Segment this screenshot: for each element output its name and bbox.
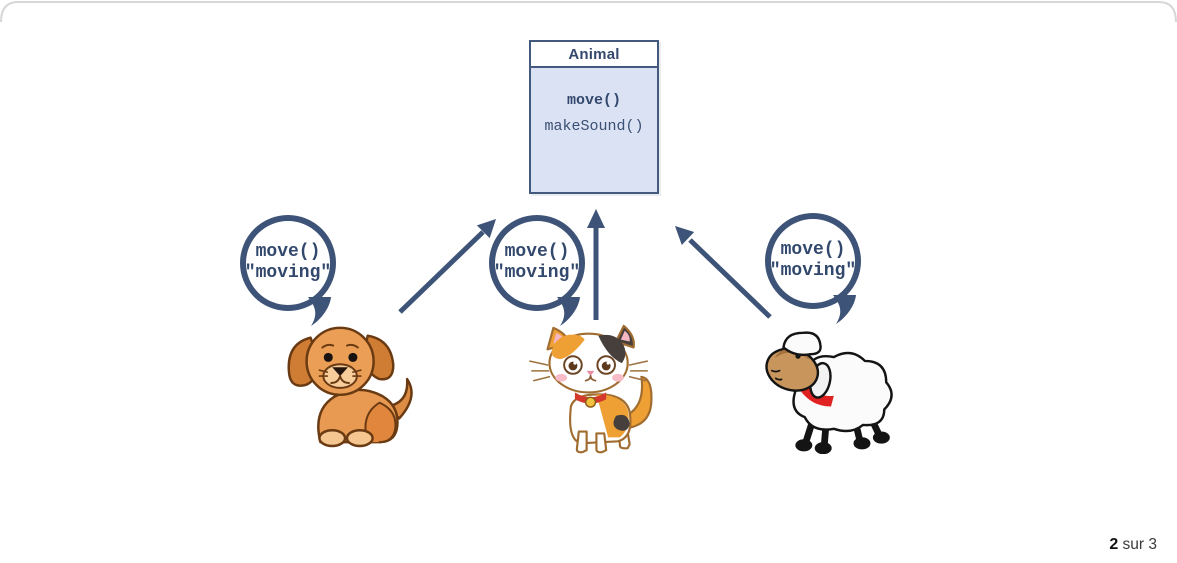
speech-bubble-sheep: move() "moving" [765,213,861,324]
speech-bubble-dog: move() "moving" [240,215,336,326]
arrow-dog-to-animal [398,219,496,314]
dog-image [287,326,413,448]
bubble-tail-icon [308,297,331,326]
page-top-border [0,1,1177,23]
bubble-result-text: "moving" [493,263,581,283]
class-method-move: move() [566,92,621,109]
class-title: Animal [531,42,657,68]
bubble-call-text: move() [255,242,321,262]
bubble-tail-icon [557,297,580,326]
class-method-makesound: makeSound() [544,118,644,135]
page-counter: 2 sur 3 [1109,536,1157,554]
page-counter-suffix: sur 3 [1118,536,1157,553]
bubble-tail-icon [833,295,856,324]
page-counter-current: 2 [1109,536,1119,553]
uml-class-box-animal: Animal move() makeSound() [529,40,659,194]
class-methods: move() makeSound() [531,68,657,135]
bubble-result-text: "moving" [244,263,332,283]
arrow-cat-to-animal [587,209,605,320]
speech-bubble-cat: move() "moving" [489,215,585,326]
cat-image [529,324,653,454]
sheep-image [765,331,893,454]
bubble-call-text: move() [504,242,570,262]
bubble-call-text: move() [780,240,846,260]
arrow-sheep-to-animal [675,226,772,319]
bubble-result-text: "moving" [769,261,857,281]
